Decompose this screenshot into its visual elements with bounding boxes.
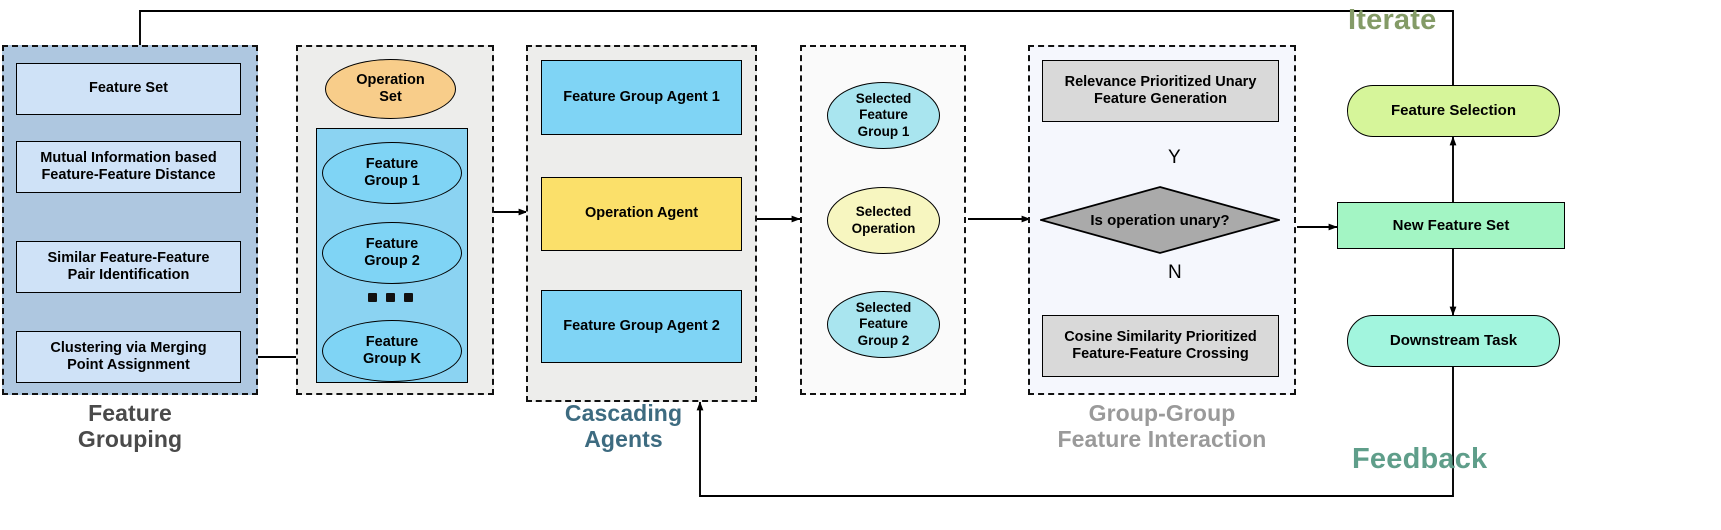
panel-label-feature-grouping-line2: Grouping: [77, 426, 183, 453]
branch-label-yes: Y: [1168, 147, 1181, 168]
node-fg-agent-2-label: Feature Group Agent 2: [563, 317, 720, 334]
node-selected-operation[interactable]: Selected Operation: [827, 187, 940, 254]
node-feature-group-1-line1: Feature: [365, 155, 419, 172]
node-feature-set-label: Feature Set: [89, 80, 168, 97]
node-mi-line2: Feature-Feature Distance: [41, 167, 216, 183]
node-fg-agent-1-label: Feature Group Agent 1: [563, 88, 720, 105]
branch-label-no: N: [1168, 262, 1182, 283]
node-feature-group-1[interactable]: Feature Group 1: [322, 142, 462, 204]
panel-label-gg-line1: Group-Group: [1088, 400, 1236, 426]
node-downstream-task[interactable]: Downstream Task: [1347, 315, 1560, 367]
node-feature-group-k[interactable]: Feature Group K: [322, 320, 462, 382]
node-feature-group-1-line2: Group 1: [364, 173, 420, 189]
node-feature-group-2[interactable]: Feature Group 2: [322, 222, 462, 284]
node-is-operation-unary-decision[interactable]: Is operation unary?: [1040, 186, 1280, 254]
node-clustering-line2: Point Assignment: [67, 357, 190, 373]
node-unary-line2: Feature Generation: [1094, 91, 1227, 107]
node-binary-line1: Cosine Similarity Prioritized: [1064, 328, 1257, 345]
panel-label-cascading-agents: Cascading Agents: [508, 400, 739, 453]
node-feature-group-2-line1: Feature: [365, 235, 419, 252]
node-unary-line1: Relevance Prioritized Unary: [1064, 73, 1257, 90]
node-feature-group-k-line1: Feature: [365, 333, 419, 350]
node-pair-line2: Pair Identification: [67, 267, 190, 283]
node-operation-set-line1: Operation: [356, 71, 425, 88]
node-sel-op-line2: Operation: [851, 220, 916, 236]
ellipsis-icon: [368, 293, 413, 302]
node-feature-group-agent-2[interactable]: Feature Group Agent 2: [541, 290, 742, 363]
node-feature-group-2-line2: Group 2: [364, 253, 420, 269]
node-similar-pair-identification[interactable]: Similar Feature-Feature Pair Identificat…: [16, 241, 241, 293]
node-sfg2-line1: Selected: [855, 300, 912, 316]
node-sfg1-line1: Selected: [855, 91, 912, 107]
node-mi-line1: Mutual Information based: [40, 149, 217, 166]
panel-label-feature-grouping: Feature Grouping: [2, 400, 258, 453]
node-clustering-merging-point[interactable]: Clustering via Merging Point Assignment: [16, 331, 241, 383]
node-relevance-unary-generation[interactable]: Relevance Prioritized Unary Feature Gene…: [1042, 60, 1279, 122]
node-sfg1-line3: Group 1: [857, 123, 910, 139]
node-feature-selection[interactable]: Feature Selection: [1347, 85, 1560, 137]
node-selected-feature-group-2[interactable]: Selected Feature Group 2: [827, 291, 940, 358]
node-feature-set[interactable]: Feature Set: [16, 63, 241, 115]
panel-label-cascading-agents-line1: Cascading: [564, 400, 683, 426]
node-new-feature-set-label: New Feature Set: [1392, 216, 1510, 234]
label-iterate: Iterate: [1348, 4, 1437, 36]
node-selected-feature-group-1[interactable]: Selected Feature Group 1: [827, 82, 940, 149]
node-cosine-similarity-crossing[interactable]: Cosine Similarity Prioritized Feature-Fe…: [1042, 315, 1279, 377]
panel-label-feature-grouping-line1: Feature: [88, 400, 172, 426]
node-pair-line1: Similar Feature-Feature: [47, 249, 210, 266]
node-clustering-line1: Clustering via Merging: [50, 339, 207, 356]
node-operation-set-line2: Set: [379, 89, 402, 105]
node-sfg2-line3: Group 2: [857, 332, 910, 348]
node-feature-group-agent-1[interactable]: Feature Group Agent 1: [541, 60, 742, 135]
node-binary-line2: Feature-Feature Crossing: [1072, 346, 1249, 362]
node-new-feature-set[interactable]: New Feature Set: [1337, 202, 1565, 249]
node-mutual-information-distance[interactable]: Mutual Information based Feature-Feature…: [16, 141, 241, 193]
node-sfg2-line2: Feature: [859, 316, 908, 332]
diamond-shape-icon: [1040, 186, 1280, 254]
panel-label-gg-line2: Feature Interaction: [1057, 426, 1267, 453]
panel-label-group-group-interaction: Group-Group Feature Interaction: [1028, 400, 1296, 453]
panel-label-cascading-agents-line2: Agents: [584, 426, 663, 453]
node-sfg1-line2: Feature: [859, 107, 908, 123]
node-operation-set[interactable]: Operation Set: [325, 59, 456, 119]
label-feedback: Feedback: [1352, 443, 1488, 475]
node-operation-agent-label: Operation Agent: [584, 205, 699, 222]
node-sel-op-line1: Selected: [855, 204, 912, 220]
node-feature-group-k-line2: Group K: [363, 351, 421, 367]
node-operation-agent[interactable]: Operation Agent: [541, 177, 742, 251]
decision-label: Is operation unary?: [1090, 211, 1230, 229]
node-downstream-task-label: Downstream Task: [1389, 332, 1518, 349]
node-feature-selection-label: Feature Selection: [1390, 102, 1517, 119]
